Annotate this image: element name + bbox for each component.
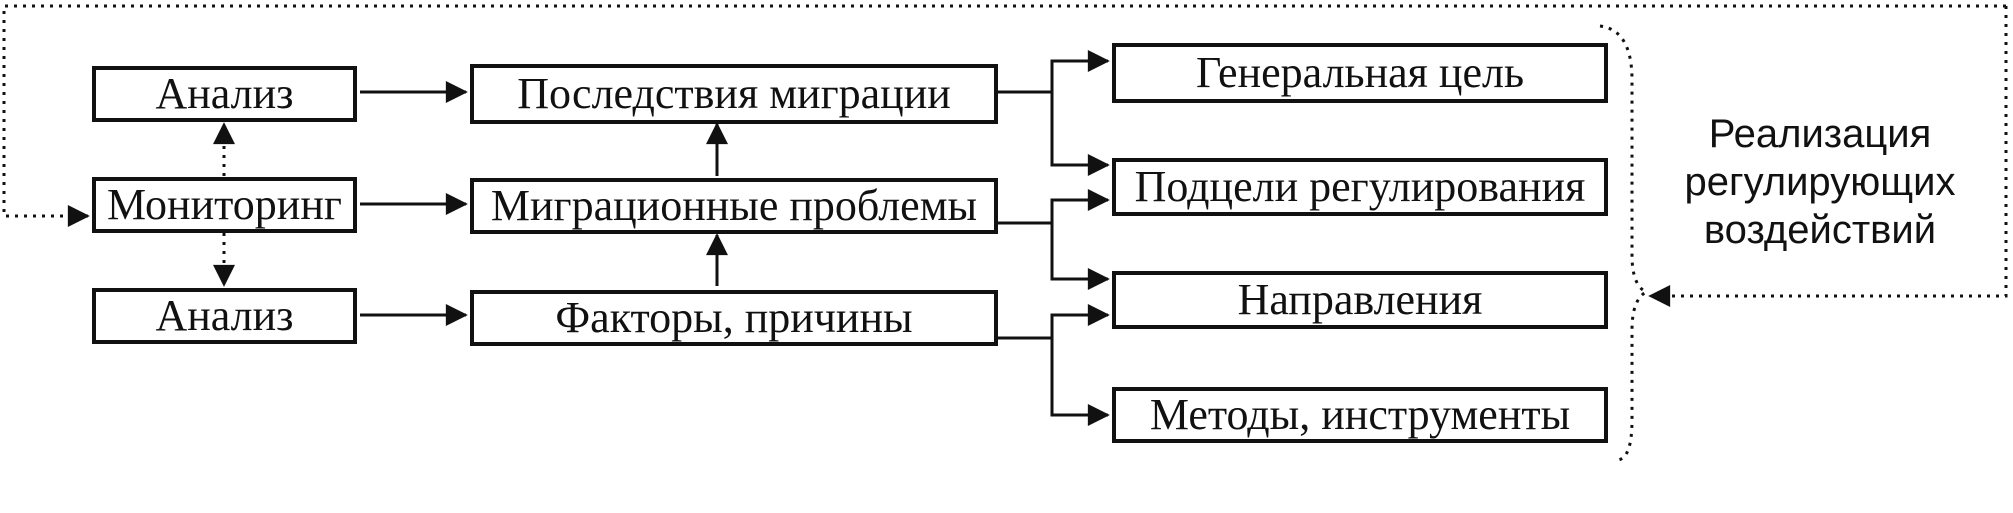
arrow-consequences-to-general-goal bbox=[1050, 50, 1110, 92]
realization-label-line-2: регулирующих bbox=[1684, 160, 1956, 204]
analysis-bottom-box: Анализ bbox=[92, 288, 357, 344]
realization-label-line-3: воздействий bbox=[1703, 208, 1937, 252]
subgoals-box: Подцели регулирования bbox=[1112, 158, 1608, 216]
methods-box: Методы, инструменты bbox=[1112, 387, 1608, 443]
directions-box: Направления bbox=[1112, 271, 1608, 329]
connector-consequences-branch bbox=[998, 90, 1110, 176]
monitoring-box: Мониторинг bbox=[92, 177, 357, 233]
factors-box: Факторы, причины bbox=[470, 290, 998, 346]
problems-box: Миграционные проблемы bbox=[470, 178, 998, 234]
realization-label-line-1: Реализация bbox=[1708, 112, 1932, 156]
dotted-arrow-realization-to-brace bbox=[1648, 6, 2008, 307]
analysis-top-box: Анализ bbox=[92, 66, 357, 122]
consequences-box: Последствия миграции bbox=[470, 64, 998, 124]
connector-factors-branch bbox=[998, 336, 1110, 426]
general-goal-box: Генеральная цель bbox=[1112, 43, 1608, 103]
dotted-feedback-to-monitoring bbox=[2, 4, 2006, 227]
connector-problems-branch bbox=[998, 221, 1110, 290]
arrow-problems-to-subgoals bbox=[1050, 189, 1110, 223]
realization-label: Реализация регулирующих воздействий bbox=[1640, 110, 2000, 254]
arrow-factors-to-directions bbox=[1050, 304, 1110, 338]
dotted-brace bbox=[1599, 24, 1650, 462]
